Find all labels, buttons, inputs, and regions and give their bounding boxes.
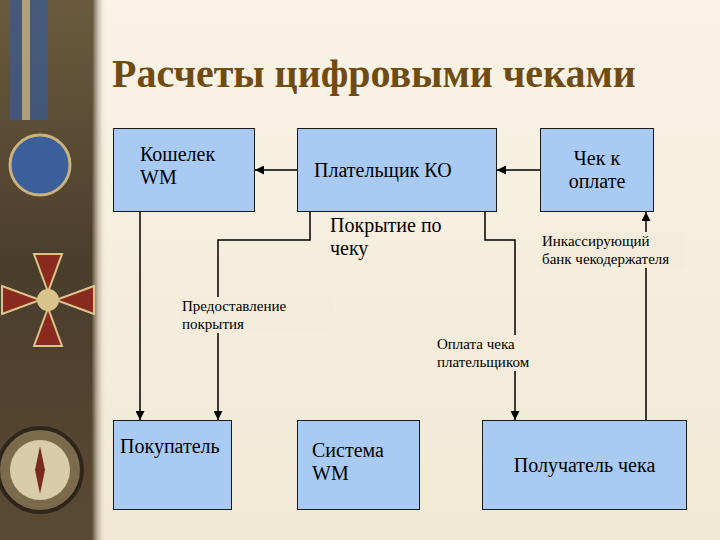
edge-label: Предоставление покрытия — [180, 297, 334, 333]
slide-title: Расчеты цифровыми чеками — [112, 50, 636, 97]
maltese-cross — [2, 254, 94, 346]
node-text: Плательщик КО — [314, 159, 452, 182]
rosette — [10, 135, 70, 195]
buyer-box: Покупатель — [113, 420, 232, 510]
node-text: Система WM — [312, 439, 402, 485]
compass-face — [10, 440, 70, 500]
ribbon-stripe — [22, 0, 30, 120]
payer-box: Плательщик КО — [297, 128, 497, 212]
connector-arrow — [497, 169, 540, 171]
edge-label: Оплата чека плательщиком — [435, 335, 574, 371]
wallet-box: Кошелек WM — [113, 128, 255, 212]
connector-arrow — [139, 212, 141, 420]
node-text: Кошелек WM — [140, 143, 236, 189]
recipient-box: Получатель чека — [482, 420, 687, 510]
connector-arrow — [485, 212, 515, 420]
compass — [0, 428, 82, 512]
compass-needle — [35, 446, 45, 494]
ribbon — [10, 0, 48, 120]
node-text: Получатель чека — [514, 454, 656, 477]
node-text: Чек к оплате — [557, 147, 637, 193]
node-text: Покупатель — [120, 435, 220, 458]
strip-fade — [92, 0, 106, 540]
system-box: Система WM — [297, 420, 420, 510]
edge-label: Инкассирующий банк чекодержателя — [540, 232, 684, 268]
connector-arrow — [255, 169, 297, 171]
check-box: Чек к оплате — [540, 128, 654, 212]
note-label: Покрытие по чеку — [330, 214, 470, 260]
